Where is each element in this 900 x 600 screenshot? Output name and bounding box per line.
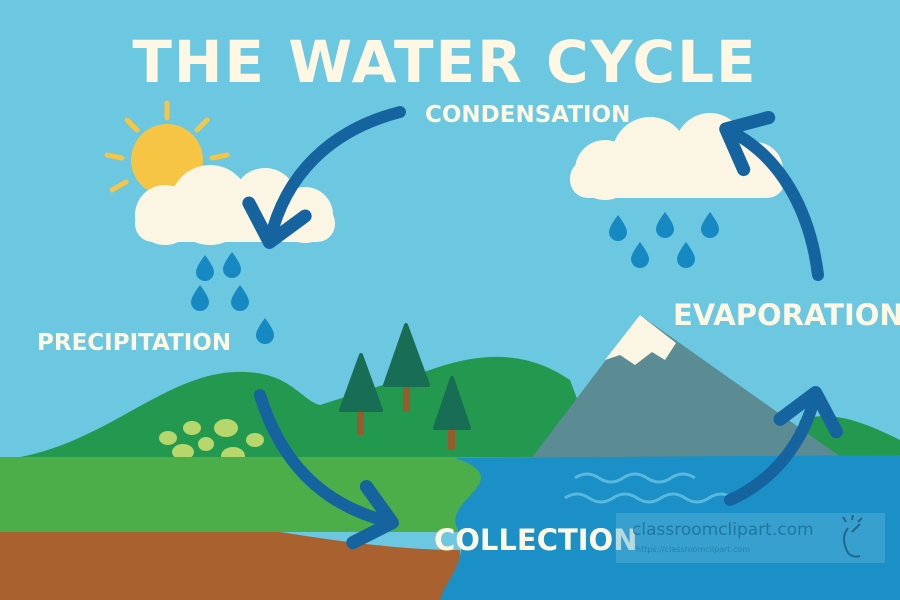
condensation-arrow	[242, 106, 406, 249]
label-precipitation: PRECIPITATION	[37, 330, 231, 356]
watermark-name: classroomclipart.com	[632, 520, 814, 540]
raindrops	[191, 212, 719, 344]
lake	[440, 455, 900, 600]
bushes	[159, 419, 264, 465]
soil	[0, 532, 460, 600]
watermark-url: https://classroomclipart.com	[636, 545, 750, 554]
label-condensation: CONDENSATION	[425, 102, 630, 128]
collection-arrow	[254, 389, 399, 550]
water-waves	[564, 472, 734, 504]
watermark: classroomclipart.com https://classroomcl…	[616, 513, 885, 563]
page-title: THE WATER CYCLE	[132, 28, 757, 96]
watermark-logo-icon	[842, 514, 863, 558]
mountain	[530, 315, 845, 460]
evaporation-arrow	[724, 386, 843, 506]
evaporation-rise-arrow	[719, 110, 824, 281]
trees	[339, 323, 471, 450]
label-evaporation: EVAPORATION	[673, 298, 900, 332]
label-collection: COLLECTION	[434, 523, 637, 557]
